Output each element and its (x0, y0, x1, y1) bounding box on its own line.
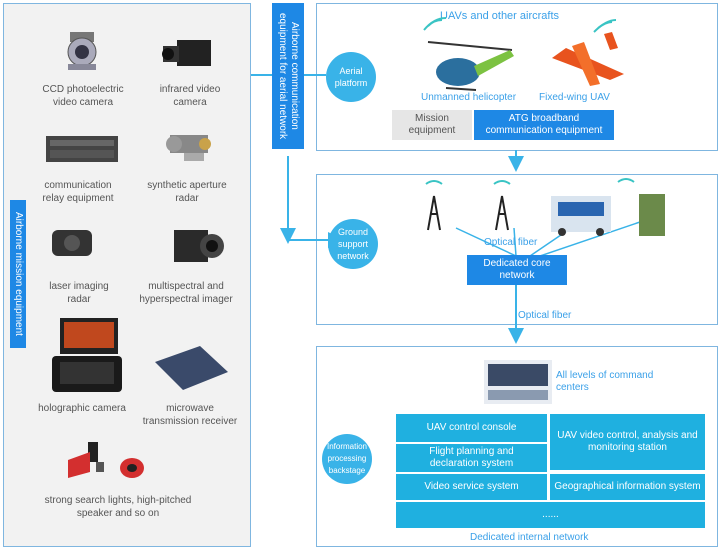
geo-info-box: Geographical information system (550, 474, 705, 500)
backstage-panel (316, 346, 718, 547)
fixed-wing-label: Fixed-wing UAV (539, 92, 610, 103)
item-label-imager: multispectral and hyperspectral imager (139, 281, 233, 305)
helicopter-label: Unmanned helicopter (421, 92, 517, 103)
fixed-wing-icon (552, 32, 624, 86)
item-label-microwave: microwave transmission receiver (142, 403, 238, 427)
ccd-camera-icon (67, 32, 97, 70)
flight-planning-box: Flight planning and declaration system (396, 444, 547, 472)
searchlight-speaker-icon (68, 442, 144, 478)
soldier-icon (639, 194, 665, 236)
signal-icon (425, 178, 635, 185)
more-box: ...... (396, 502, 705, 528)
left-panel (3, 3, 251, 547)
airborne-mission-label: Airborne mission equipment (10, 200, 26, 348)
laser-radar-icon (52, 230, 92, 256)
signal-icon (423, 17, 617, 33)
mission-equipment-box: Mission equipment (392, 110, 472, 140)
item-label-infrared: infrared video camera (159, 84, 221, 108)
ground-support-circle: Ground support network (328, 219, 378, 269)
item-label-relay: communication relay equipment (42, 180, 114, 204)
holographic-camera-icon (52, 318, 122, 392)
command-center-icon (484, 360, 552, 404)
uav-title: UAVs and other aircrafts (440, 10, 560, 22)
internal-network-label: Dedicated internal network (470, 532, 589, 543)
optical-fiber-top-label: Optical fiber (484, 237, 538, 248)
item-label-sar: synthetic aperture radar (147, 180, 227, 204)
backstage-circle: Information processing backstage (322, 434, 372, 484)
microwave-receiver-icon (155, 346, 228, 390)
infrared-camera-icon (162, 40, 211, 66)
video-service-box: Video service system (396, 474, 547, 500)
vehicle-icon (551, 196, 611, 236)
aerial-platform-circle: Aerial platform (326, 52, 376, 102)
optical-fiber-bottom-label: Optical fiber (518, 310, 572, 321)
video-control-box: UAV video control, analysis and monitori… (550, 414, 705, 470)
helicopter-icon (427, 41, 514, 91)
tower-icon (427, 195, 509, 231)
item-label-searchlight: strong search lights, high-pitched speak… (44, 495, 192, 519)
atg-box: ATG broadband communication equipment (474, 110, 614, 140)
imager-icon (174, 230, 224, 262)
item-label-laser: laser imaging radar (49, 281, 109, 305)
command-center-label: All levels of command centers (556, 370, 654, 393)
airborne-comm-label: Airborne communication equipment for aer… (272, 3, 304, 149)
item-label-holographic: holographic camera (38, 403, 126, 414)
uav-console-box: UAV control console (396, 414, 547, 442)
sar-radar-icon (166, 135, 211, 161)
item-label-ccd: CCD photoelectric video camera (42, 84, 124, 108)
core-network-box: Dedicated core network (467, 255, 567, 285)
relay-equipment-icon (46, 136, 118, 162)
